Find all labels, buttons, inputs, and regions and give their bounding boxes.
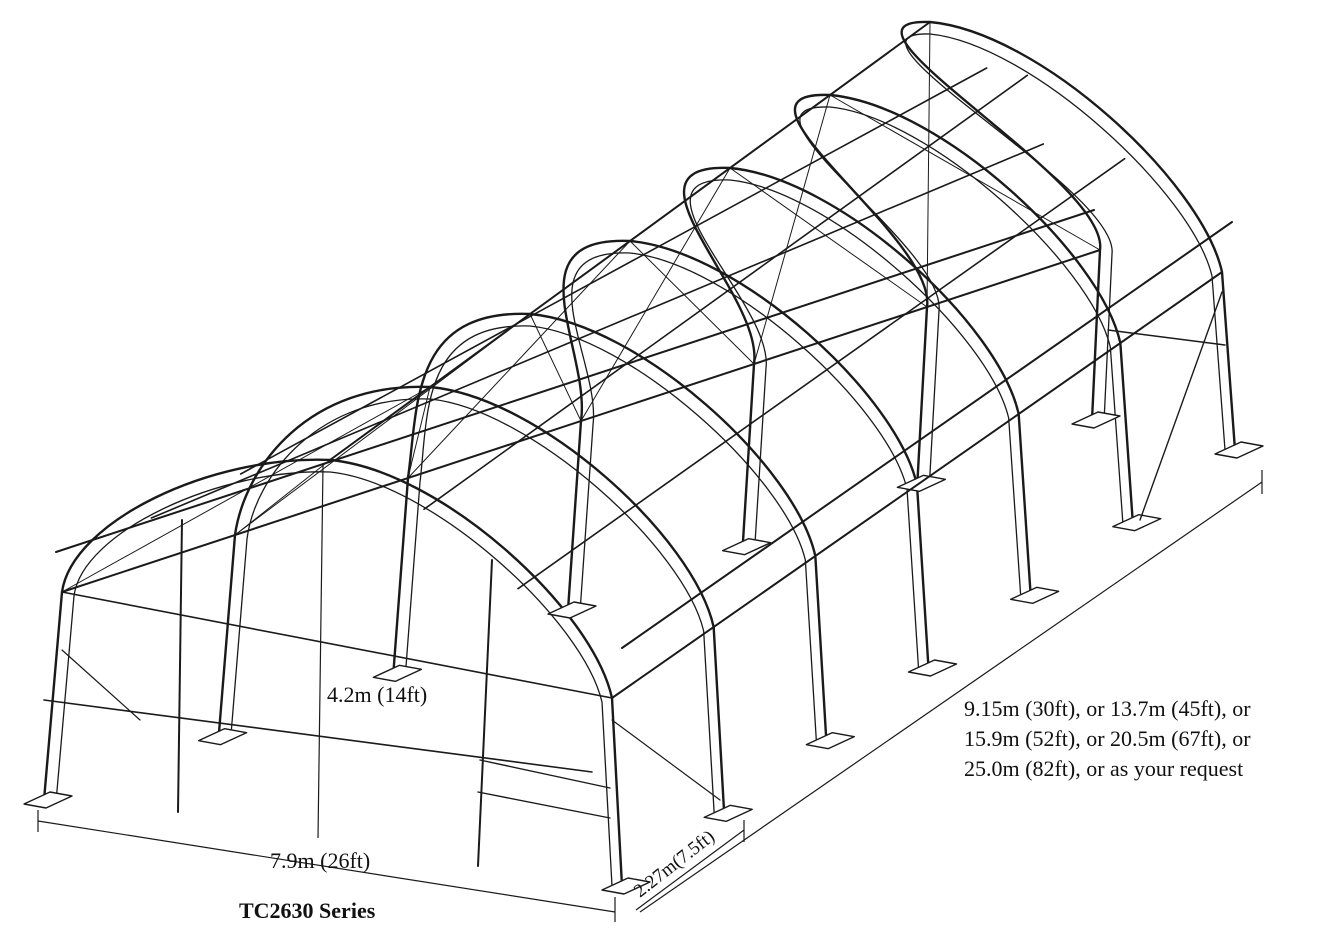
roof-brace <box>407 386 431 479</box>
arch-hoop-inner <box>905 33 1226 451</box>
roof-purlin <box>239 67 988 475</box>
roof-brace <box>407 240 631 479</box>
end-wall-header <box>61 591 613 699</box>
base-plate <box>1071 411 1121 429</box>
roof-brace <box>753 94 831 365</box>
roof-brace <box>829 94 1101 251</box>
length-label-line-3: 25.0m (82ft), or as your request <box>964 756 1243 781</box>
arch-hoop-inner <box>404 325 817 742</box>
arch-hoop <box>217 385 726 815</box>
back-wall-brace <box>1139 291 1223 521</box>
roof-purlin <box>423 74 1029 511</box>
dimension-lines <box>37 464 1263 922</box>
roof-brace <box>529 313 582 422</box>
roof-brace <box>234 313 531 536</box>
series-label: TC2630 Series <box>239 898 376 923</box>
arch-hoop <box>793 93 1135 524</box>
end-wall-post <box>177 519 183 813</box>
width-label: 7.9m (26ft) <box>270 848 370 873</box>
base-plate <box>907 659 958 677</box>
base-plate <box>1009 586 1060 605</box>
end-wall-post <box>477 559 493 867</box>
roof-brace <box>234 459 331 536</box>
base-plate <box>372 664 423 683</box>
roof-brace <box>926 21 931 308</box>
arch-hoop <box>900 20 1237 452</box>
length-label-line-2: 15.9m (52ft), or 20.5m (67ft), or <box>964 726 1251 751</box>
arch-hoop-inner <box>689 179 1022 596</box>
base-plate <box>197 727 248 746</box>
height-dimension-line <box>317 464 324 839</box>
arch-hoop-inner <box>55 471 613 887</box>
door-rail <box>479 759 611 789</box>
end-wall-tie <box>43 699 593 773</box>
roof-brace <box>629 240 755 365</box>
length-dimension-line <box>639 481 1263 913</box>
arch-hoop-inner <box>230 398 715 814</box>
height-label: 4.2m (14ft) <box>327 682 427 707</box>
base-plate <box>601 877 651 895</box>
base-plate <box>1112 513 1162 532</box>
base-plate <box>547 601 597 619</box>
length-label-line-1: 9.15m (30ft), or 13.7m (45ft), or <box>964 696 1251 721</box>
back-wall-rail <box>1107 329 1226 346</box>
spacing-dimension-line <box>635 829 745 911</box>
base-plate <box>805 731 856 750</box>
spacing-label: 2.27m(7.5ft) <box>630 826 719 902</box>
base-plate <box>721 537 772 556</box>
arch-hoop-inner <box>571 252 920 669</box>
roof-brace <box>729 167 928 308</box>
base-plate <box>896 474 947 493</box>
side-brace <box>611 719 721 801</box>
width-dimension-line <box>37 820 616 913</box>
tent-frame <box>23 20 1264 895</box>
purlin <box>55 209 1095 553</box>
roof-purlin <box>517 157 1126 590</box>
roof-purlin <box>150 143 1045 519</box>
door-rail <box>477 791 611 819</box>
arch-hoop <box>392 312 828 742</box>
arch-hoop <box>42 458 624 888</box>
purlin <box>611 271 1223 699</box>
roof-brace <box>580 167 731 422</box>
end-wall-brace <box>61 649 141 721</box>
base-plate <box>703 804 753 823</box>
purlin <box>621 221 1233 649</box>
roof-brace <box>61 386 431 593</box>
base-plate <box>23 791 73 809</box>
base-plate <box>1214 441 1264 459</box>
